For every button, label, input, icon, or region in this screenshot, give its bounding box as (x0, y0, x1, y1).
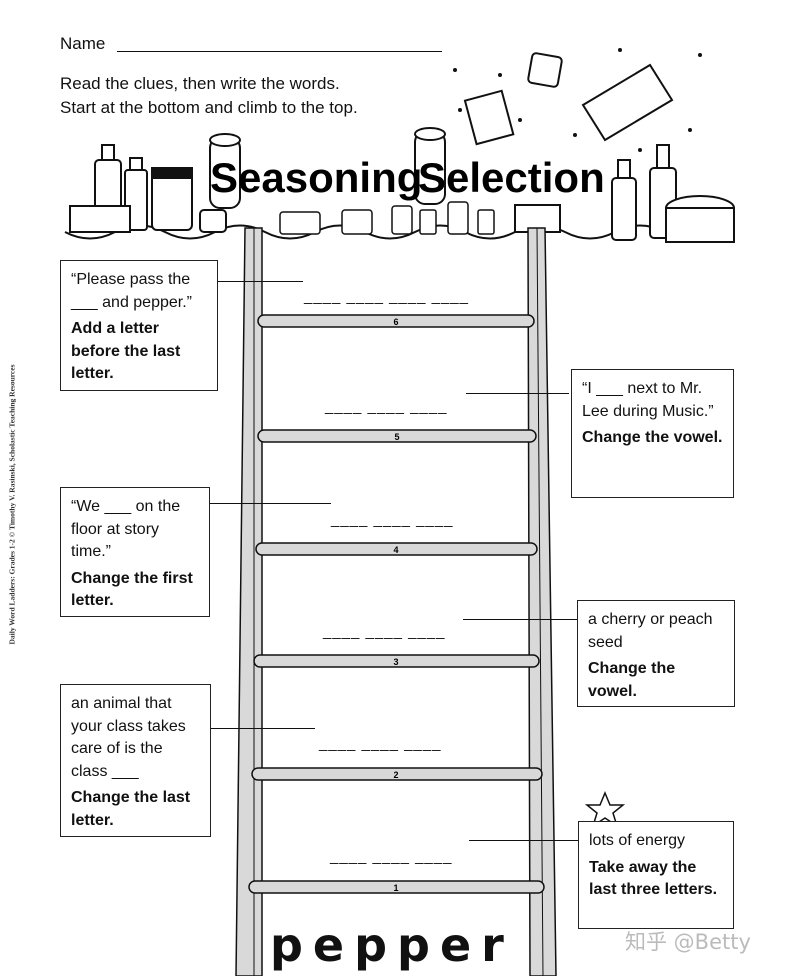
leader-line-1 (469, 840, 578, 841)
clue-hint-1: Take away the last three letters. (589, 858, 718, 899)
leader-line-2 (211, 728, 315, 729)
leader-line-4 (209, 503, 331, 504)
rungs-group: 6 5 4 3 2 1 (248, 314, 545, 894)
clue-text-5: “I ___ next to Mr. Lee during Music.” (582, 380, 714, 420)
answer-blanks-6[interactable]: ____ ____ ____ ____ (304, 288, 469, 305)
rung-6 (257, 314, 535, 328)
clue-box-5: “I ___ next to Mr. Lee during Music.” Ch… (571, 369, 734, 498)
clue-hint-6: Add a letter before the last letter. (71, 320, 181, 382)
clue-box-1: lots of energy Take away the last three … (578, 821, 734, 929)
shelf-small-items (279, 201, 495, 235)
leader-line-3 (463, 619, 577, 620)
shelf-wave (64, 224, 716, 240)
title-word-2: Selection (418, 154, 605, 201)
clue-hint-2: Change the last letter. (71, 789, 191, 829)
rung-2 (251, 767, 543, 781)
name-input-line[interactable] (117, 51, 442, 52)
leader-line-5 (466, 393, 569, 394)
ladder (235, 227, 557, 976)
name-label: Name (60, 34, 106, 53)
instructions-line-1: Read the clues, then write the words. (60, 74, 340, 93)
watermark: 知乎 @Betty (625, 930, 751, 954)
clue-text-2: an animal that your class takes care of … (71, 695, 186, 780)
bottles-left-illustration (69, 133, 241, 233)
title-word-1: Seasoning (210, 154, 422, 201)
instructions-line-2: Start at the bottom and climb to the top… (60, 98, 358, 117)
answer-blanks-4[interactable]: ____ ____ ____ (331, 511, 454, 528)
rung-label-6: 6 (393, 317, 398, 327)
sparkle-stars (453, 48, 702, 152)
rung-3 (253, 654, 540, 668)
clue-box-6: “Please pass the ___ and pepper.” Add a … (60, 260, 218, 391)
instructions: Read the clues, then write the words. St… (60, 72, 358, 120)
clue-box-3: a cherry or peach seed Change the vowel. (577, 600, 735, 707)
clue-hint-3: Change the vowel. (588, 660, 676, 700)
clue-hint-5: Change the vowel. (582, 429, 723, 446)
rung-label-1: 1 (393, 883, 398, 893)
rung-label-3: 3 (393, 657, 398, 667)
rung-label-2: 2 (393, 770, 398, 780)
answer-blanks-1[interactable]: ____ ____ ____ (330, 848, 453, 865)
shakers-right-illustration (414, 52, 735, 243)
leader-line-6 (217, 281, 303, 282)
answer-blanks-5[interactable]: ____ ____ ____ (325, 398, 448, 415)
clue-text-3: a cherry or peach seed (588, 611, 713, 651)
clue-text-1: lots of energy (589, 832, 686, 849)
answer-blanks-3[interactable]: ____ ____ ____ (323, 623, 446, 640)
rung-label-5: 5 (394, 432, 399, 442)
rung-1 (248, 880, 545, 894)
answer-blanks-2[interactable]: ____ ____ ____ (319, 735, 442, 752)
clue-box-2: an animal that your class takes care of … (60, 684, 211, 837)
clue-hint-4: Change the first letter. (71, 569, 193, 610)
clue-text-4: “We ___ on the floor at story time.” (71, 498, 181, 560)
rung-4 (255, 542, 538, 556)
clue-text-6: “Please pass the ___ and pepper.” (71, 271, 192, 311)
base-word: pepper (270, 918, 514, 972)
star-doodle-icon (584, 791, 626, 828)
rung-label-4: 4 (393, 545, 398, 555)
clue-box-4: “We ___ on the floor at story time.” Cha… (60, 487, 210, 617)
rung-5 (257, 429, 537, 443)
